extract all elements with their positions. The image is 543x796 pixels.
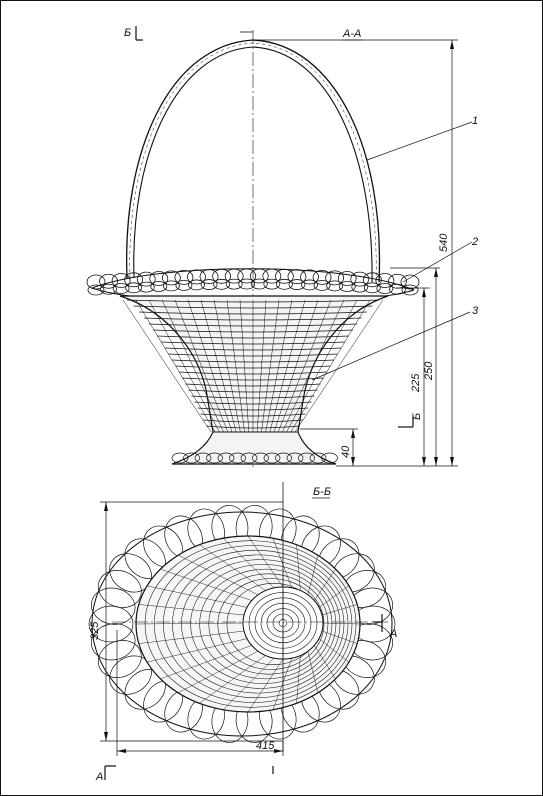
callouts: 1 2 3 <box>311 115 479 381</box>
rim-loops <box>86 268 420 296</box>
section-aa-title: А-А <box>342 28 361 40</box>
svg-text:Б: Б <box>124 27 131 39</box>
dim-40: 40 <box>340 445 352 458</box>
dim-225: 225 <box>410 373 422 393</box>
elevation-view: А-А Б <box>86 26 479 470</box>
svg-text:Б: Б <box>411 413 423 420</box>
svg-text:А: А <box>389 628 397 640</box>
section-bb-title: Б-Б <box>313 486 331 498</box>
dimensions-plan <box>100 501 284 756</box>
dim-415: 415 <box>256 740 275 752</box>
cut-marker-b-side: Б <box>398 413 423 428</box>
basket-body <box>119 295 389 436</box>
handle <box>125 39 381 283</box>
cut-marker-a-bottom: А <box>95 765 274 783</box>
basket-base <box>171 431 338 465</box>
callout-2: 2 <box>471 236 478 248</box>
svg-text:А: А <box>95 771 103 783</box>
cut-marker-a-right: А <box>373 614 397 640</box>
callout-1: 1 <box>472 115 478 127</box>
cut-marker-b-top: Б <box>124 26 143 41</box>
dimensions-vertical <box>255 39 458 467</box>
callout-3: 3 <box>472 305 479 317</box>
dim-250: 250 <box>423 361 435 381</box>
plan-view: Б-Б А <box>88 482 397 783</box>
dim-540: 540 <box>438 233 450 252</box>
dim-325: 325 <box>89 621 101 640</box>
